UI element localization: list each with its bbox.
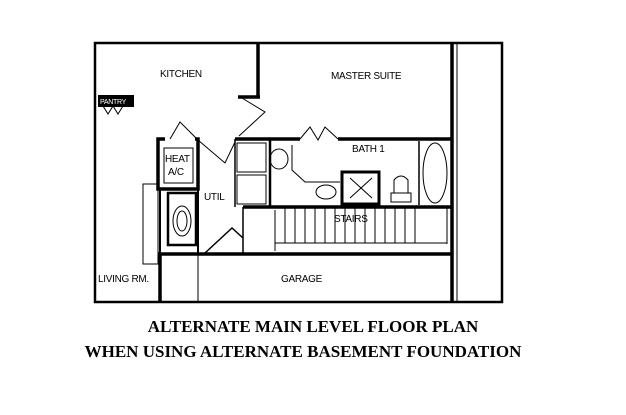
room-label-util: UTIL [204,192,225,203]
room-label-master-suite: MASTER SUITE [331,71,402,82]
stairs-treads [274,208,448,251]
caption-line-2: WHEN USING ALTERNATE BASEMENT FOUNDATION [85,342,522,361]
room-label-garage: GARAGE [281,274,323,285]
room-label-kitchen: KITCHEN [160,69,202,80]
room-label-ac: A/C [168,167,184,178]
caption-line-1: ALTERNATE MAIN LEVEL FLOOR PLAN [148,317,479,336]
room-label-pantry: PANTRY [100,99,127,106]
room-label-living: LIVING RM. [98,274,149,285]
walls [93,41,504,304]
room-label-heat: HEAT [165,154,190,165]
room-label-stairs: STAIRS [334,214,368,225]
room-label-bath: BATH 1 [352,144,385,155]
